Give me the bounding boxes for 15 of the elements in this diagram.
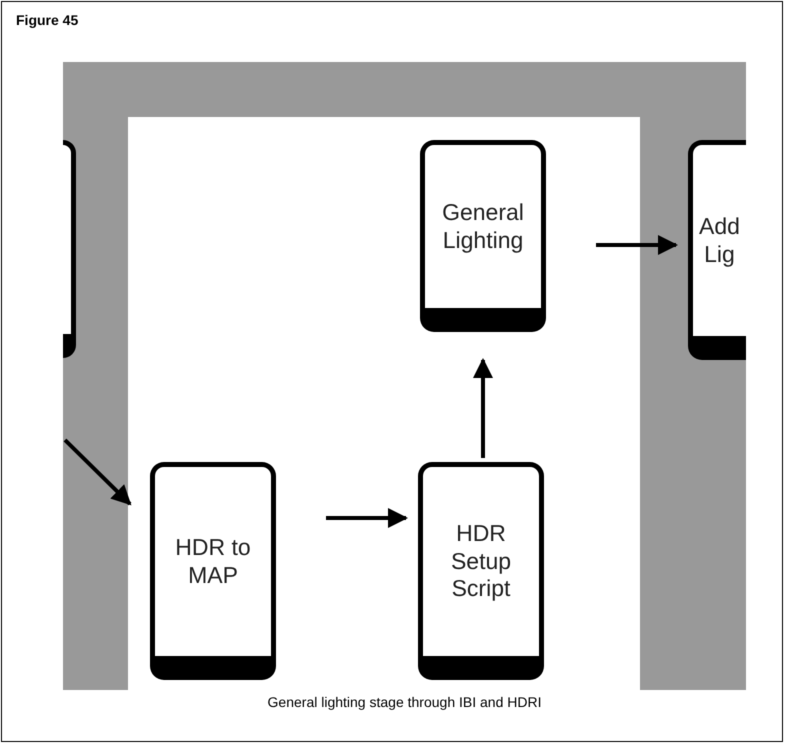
figure-caption: General lighting stage through IBI and HDRI	[266, 694, 542, 710]
process-box	[688, 140, 746, 360]
box-label: HDR Setup Script	[450, 520, 512, 603]
box-label: Add Lig	[698, 212, 741, 268]
process-box	[63, 140, 76, 358]
process-box	[420, 140, 546, 332]
box-label: HDR to MAP	[174, 534, 252, 590]
arrow	[596, 235, 678, 255]
box-label: General Lighting	[441, 198, 525, 254]
arrow	[64, 438, 132, 506]
process-box	[418, 462, 544, 680]
arrow	[326, 508, 408, 528]
process-box	[150, 462, 276, 680]
figure-title: Figure 45	[16, 12, 78, 28]
arrow	[473, 358, 493, 458]
